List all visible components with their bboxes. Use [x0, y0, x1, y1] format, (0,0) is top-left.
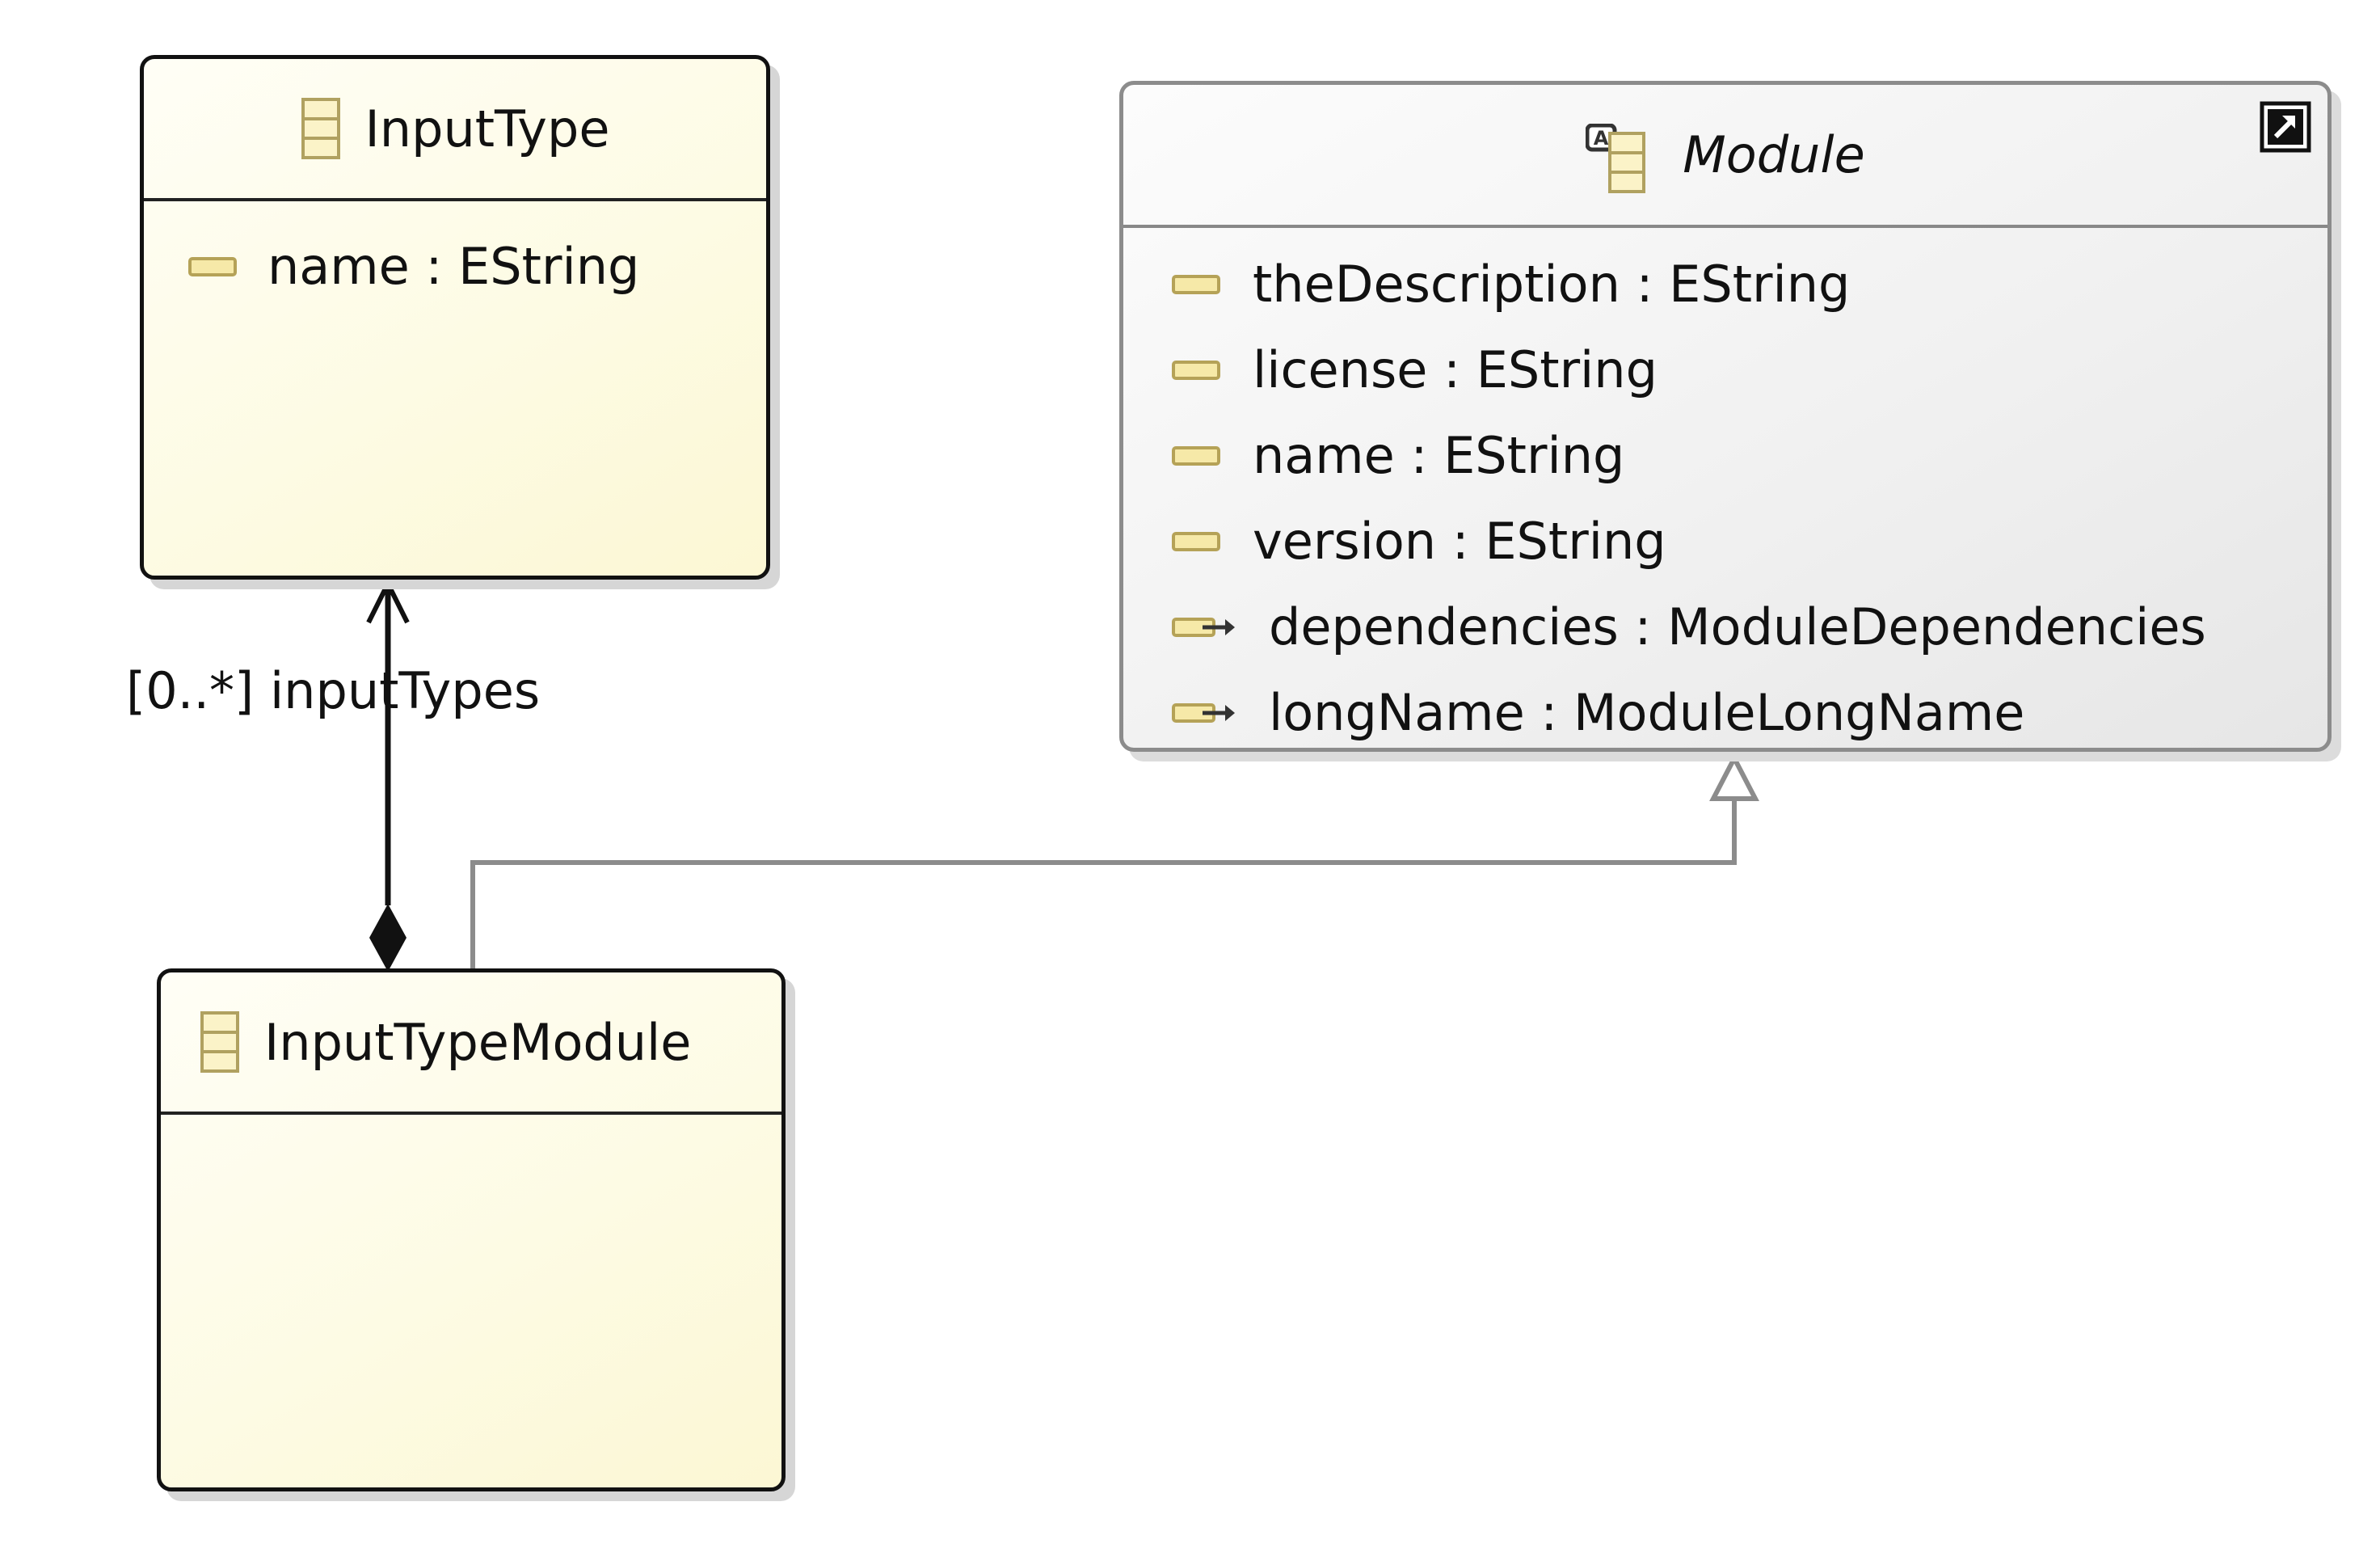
reference-label: dependencies : ModuleDependencies: [1269, 597, 2206, 656]
class-header: InputTypeModule: [161, 972, 781, 1115]
eclass-icon: [301, 97, 341, 160]
attribute-icon: [188, 256, 237, 276]
attribute-label: license : EString: [1253, 340, 1658, 399]
reference-icon: [1172, 702, 1235, 723]
attribute-row[interactable]: name : EString: [1123, 426, 2327, 485]
class-module[interactable]: A Module theDescription : EString: [1119, 81, 2332, 752]
generalization-line[interactable]: [470, 796, 1737, 972]
attribute-icon: [1172, 360, 1220, 380]
abstract-eclass-icon: A: [1585, 123, 1658, 193]
class-name: InputTypeModule: [264, 1012, 692, 1072]
attribute-row[interactable]: license : EString: [1123, 340, 2327, 399]
generalization-arrowhead: [1709, 753, 1759, 801]
attribute-row[interactable]: version : EString: [1123, 512, 2327, 571]
class-header: A Module: [1123, 85, 2327, 228]
composition-label[interactable]: [0..*] inputTypes: [126, 661, 541, 720]
attribute-label: name : EString: [1253, 426, 1625, 485]
class-input-type-module[interactable]: InputTypeModule: [157, 968, 786, 1491]
attribute-icon: [1172, 445, 1220, 466]
attribute-label: name : EString: [267, 237, 640, 296]
attribute-label: version : EString: [1253, 512, 1666, 571]
class-name: Module: [1683, 125, 1865, 184]
class-name: InputType: [364, 99, 610, 158]
composition-arrowhead: [366, 578, 410, 624]
attribute-icon: [1172, 531, 1220, 551]
reference-label: longName : ModuleLongName: [1269, 683, 2025, 742]
composition-diamond: [369, 904, 406, 972]
attribute-row[interactable]: name : EString: [144, 237, 766, 296]
class-header: InputType: [144, 59, 766, 201]
reference-icon: [1172, 617, 1235, 637]
reference-row[interactable]: dependencies : ModuleDependencies: [1123, 597, 2327, 656]
reference-row[interactable]: longName : ModuleLongName: [1123, 683, 2327, 742]
attribute-label: theDescription : EString: [1253, 255, 1851, 314]
attribute-row[interactable]: theDescription : EString: [1123, 255, 2327, 314]
shortcut-arrow-icon[interactable]: [2260, 101, 2311, 153]
svg-text:A: A: [1594, 127, 1609, 150]
class-input-type[interactable]: InputType name : EString: [140, 55, 770, 580]
attribute-icon: [1172, 274, 1220, 294]
eclass-icon: [200, 1010, 240, 1074]
